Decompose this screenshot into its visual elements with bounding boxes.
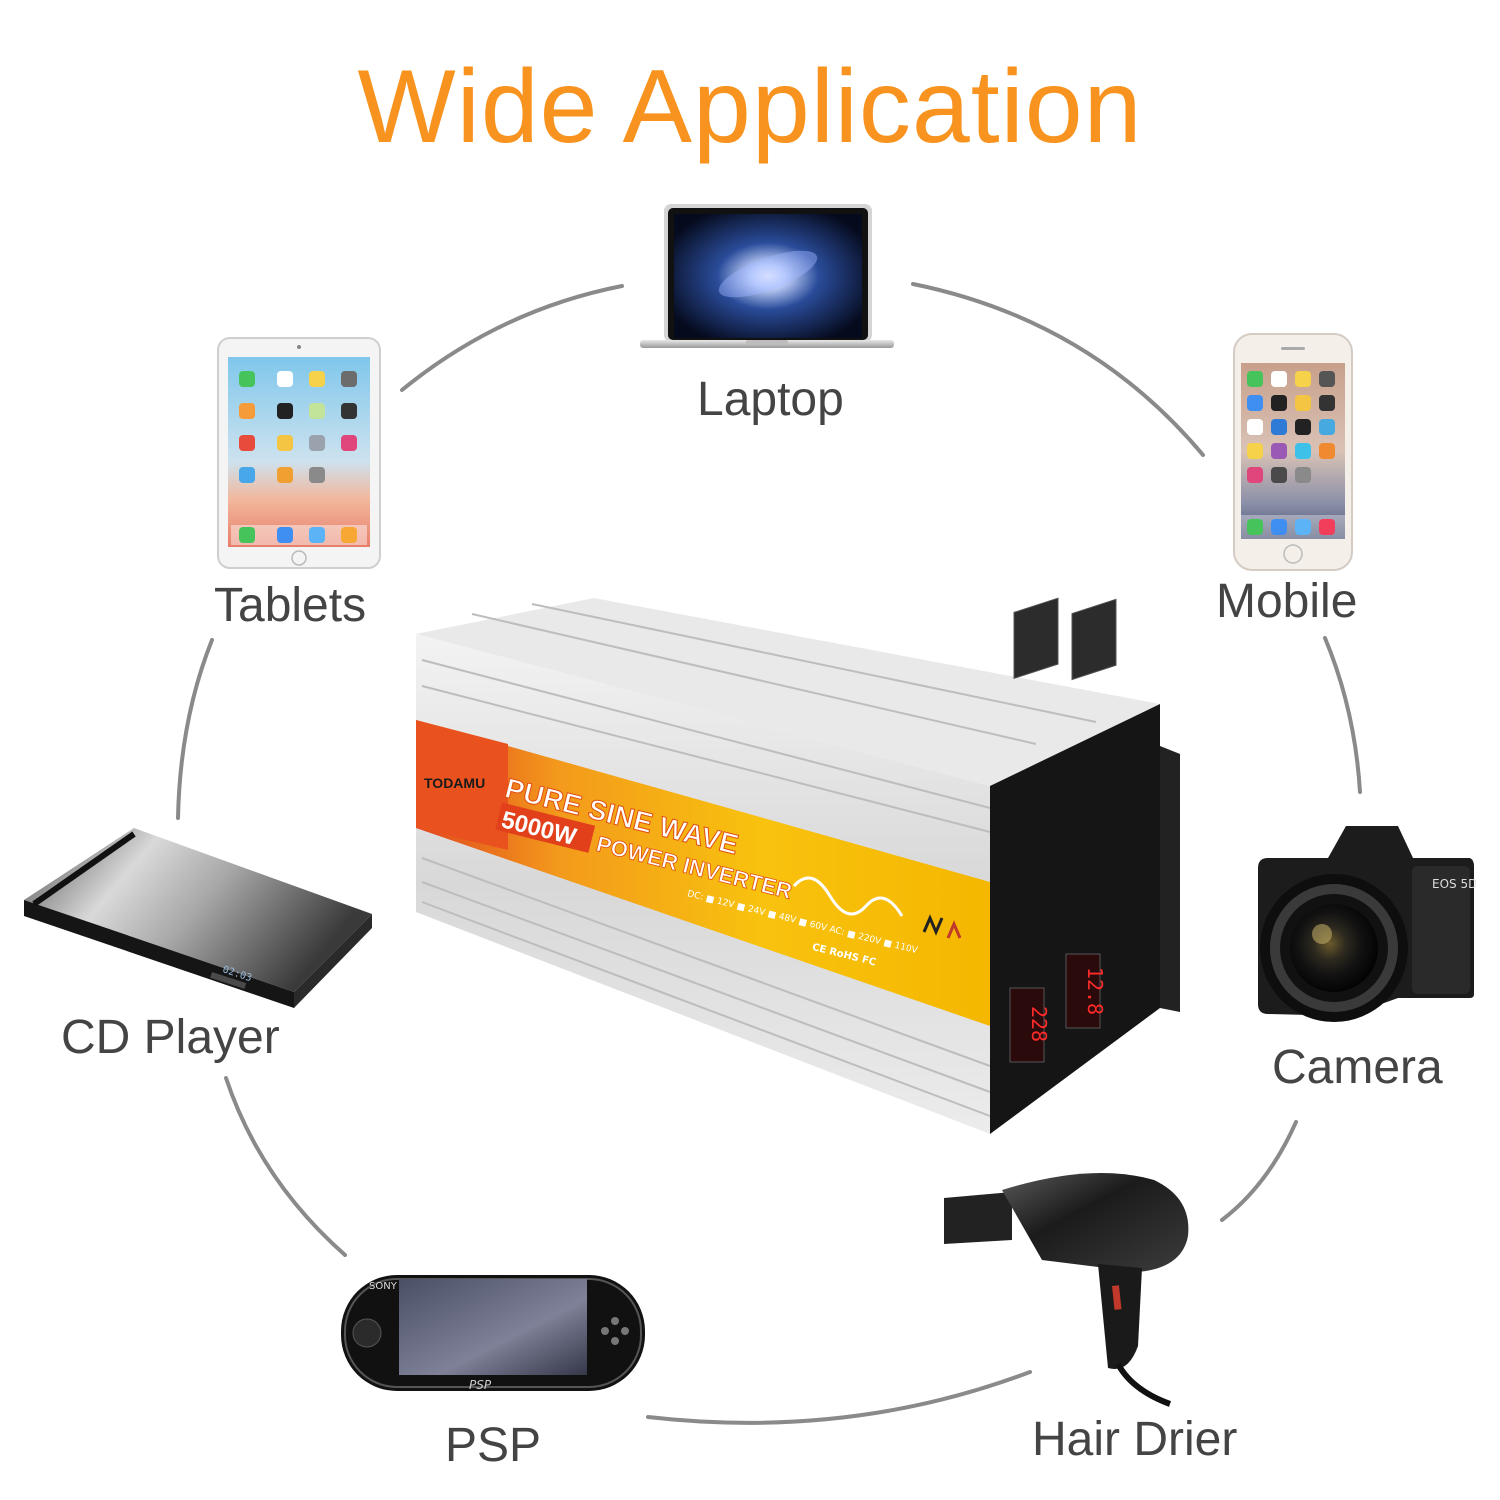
hair-drier-icon: [942, 1168, 1194, 1408]
power-inverter-image: 228 12.8 TODAMU PURE SINE WAVE 5000W POW…: [412, 596, 1194, 1136]
mobile-icon: [1233, 333, 1353, 571]
page-title: Wide Application: [357, 49, 1143, 165]
ac-voltage-display: 228: [1027, 1006, 1051, 1042]
cd-player-icon: 02:03: [22, 822, 374, 1012]
camera-label: Camera: [1272, 1041, 1443, 1094]
psp-label: PSP: [445, 1419, 542, 1472]
inverter-brand: TODAMU: [424, 775, 485, 791]
laptop-label: Laptop: [697, 373, 844, 426]
psp-brand-text: SONY: [369, 1281, 398, 1292]
camera-model-text: EOS 5D: [1432, 877, 1476, 891]
psp-logo-text: PSP: [469, 1378, 492, 1392]
tablet-icon: [217, 337, 381, 569]
psp-icon: SONY PSP: [339, 1267, 647, 1395]
camera-icon: EOS 5D: [1248, 818, 1477, 1024]
cd-player-label: CD Player: [61, 1011, 280, 1064]
dc-voltage-display: 12.8: [1083, 967, 1107, 1015]
laptop-icon: [638, 202, 896, 350]
tablets-label: Tablets: [214, 579, 367, 632]
hair-drier-label: Hair Drier: [1032, 1413, 1238, 1466]
mobile-label: Mobile: [1216, 575, 1358, 628]
